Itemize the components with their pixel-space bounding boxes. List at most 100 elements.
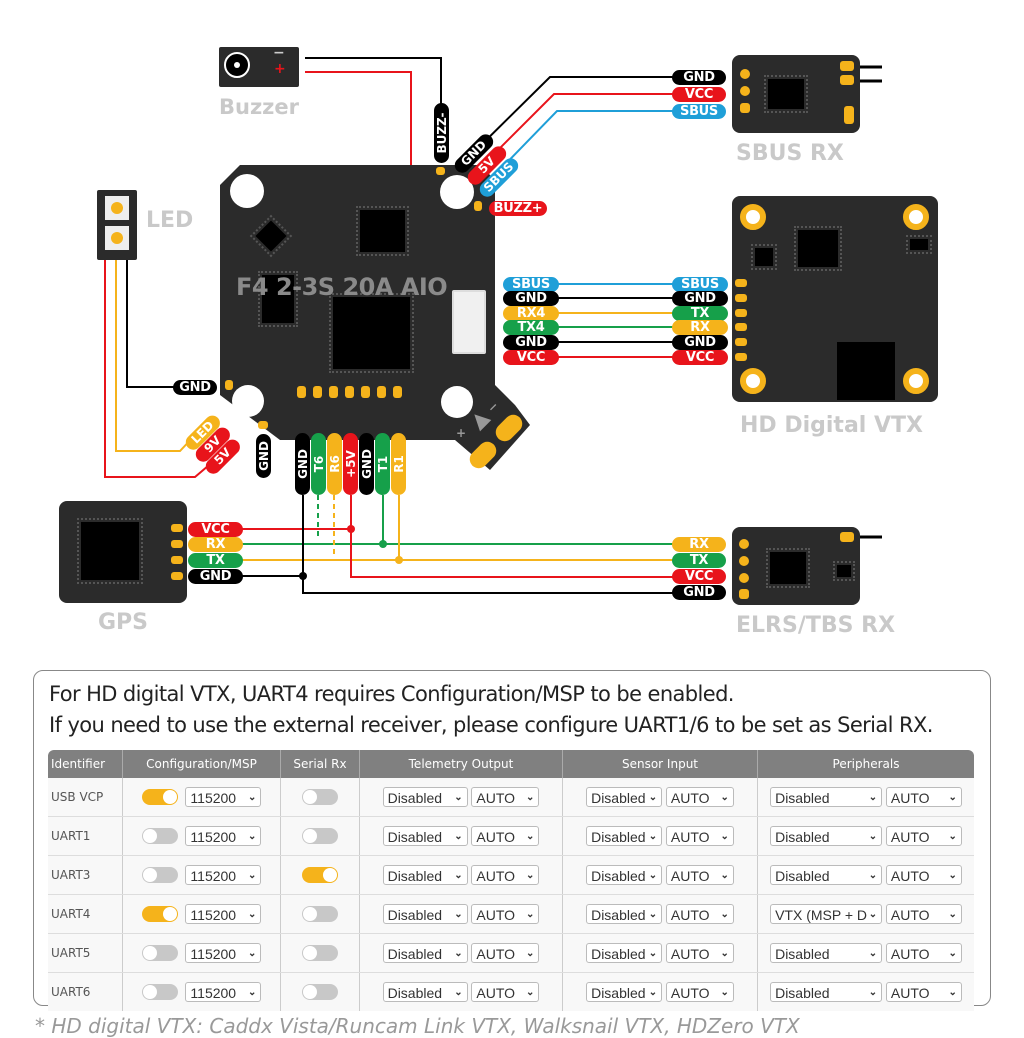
msp-baud-select[interactable]: 115200⌄ <box>185 826 262 846</box>
chevron-down-icon: ⌄ <box>948 831 957 842</box>
buzzer-minus-sign: − <box>273 45 285 61</box>
peripheral-baud-select[interactable]: AUTO⌄ <box>885 787 962 807</box>
sensor-baud-select[interactable]: AUTO⌄ <box>665 943 734 963</box>
peripheral-select[interactable]: Disabled⌄ <box>770 982 883 1002</box>
sensor-baud-select[interactable]: AUTO⌄ <box>665 904 734 924</box>
note-line-1: For HD digital VTX, UART4 requires Confi… <box>49 682 734 706</box>
sensor-baud-select[interactable]: AUTO⌄ <box>665 982 734 1002</box>
peripheral-baud-select[interactable]: AUTO⌄ <box>885 904 962 924</box>
chevron-down-icon: ⌄ <box>526 909 535 920</box>
msp-toggle[interactable] <box>141 984 178 1000</box>
fc-vtx-tx4: TX4 <box>503 320 559 335</box>
telemetry-baud-select[interactable]: AUTO⌄ <box>471 826 540 846</box>
cell-peripheral: Disabled <box>775 946 830 962</box>
cell-peripheral: VTX (MSP + D <box>775 907 868 923</box>
telemetry-baud-select[interactable]: AUTO⌄ <box>471 787 540 807</box>
buzzer-plus-sign: + <box>274 61 286 77</box>
col-serial-rx: Serial Rx <box>280 750 360 778</box>
junction-gnd <box>299 572 307 580</box>
cell-telemetry-baud: AUTO <box>476 985 516 1001</box>
cell-telemetry: Disabled <box>387 907 443 923</box>
msp-baud-select[interactable]: 115200⌄ <box>185 943 262 963</box>
msp-baud-select[interactable]: 115200⌄ <box>185 982 262 1002</box>
pad-buzz-plus: BUZZ+ <box>489 201 547 216</box>
sensor-select[interactable]: Disabled⌄ <box>586 826 663 846</box>
table-row: UART6 115200⌄ Disabled⌄ AUTO⌄ Disabled⌄ … <box>48 972 974 1011</box>
peripheral-select[interactable]: Disabled⌄ <box>770 865 883 885</box>
telemetry-baud-select[interactable]: AUTO⌄ <box>471 865 540 885</box>
telemetry-select[interactable]: Disabled⌄ <box>382 943 468 963</box>
peripheral-baud-select[interactable]: AUTO⌄ <box>885 865 962 885</box>
serial-rx-toggle[interactable] <box>302 867 338 883</box>
led-strip <box>97 190 137 260</box>
msp-baud-select[interactable]: 115200⌄ <box>185 865 262 885</box>
cell-peripheral: Disabled <box>775 790 830 806</box>
cell-telemetry-baud: AUTO <box>476 790 516 806</box>
cell-sensor-baud: AUTO <box>670 868 710 884</box>
battery-plus-sign: + <box>456 426 467 440</box>
msp-toggle[interactable] <box>141 867 178 883</box>
port-identifier: UART4 <box>48 894 123 934</box>
cell-sensor-baud: AUTO <box>670 985 710 1001</box>
cell-telemetry: Disabled <box>387 868 443 884</box>
gps-label: GPS <box>98 610 149 635</box>
peripheral-select[interactable]: Disabled⌄ <box>770 943 883 963</box>
serial-rx-toggle[interactable] <box>302 984 338 1000</box>
buzzer-label: Buzzer <box>219 95 300 119</box>
msp-toggle[interactable] <box>141 828 178 844</box>
pad-5v: +5V <box>343 433 358 495</box>
port-identifier: UART6 <box>48 972 123 1011</box>
serial-rx-toggle[interactable] <box>302 906 338 922</box>
pad-gnd-2: GND <box>359 433 374 495</box>
chevron-down-icon: ⌄ <box>948 987 957 998</box>
telemetry-baud-select[interactable]: AUTO⌄ <box>471 904 540 924</box>
telemetry-select[interactable]: Disabled⌄ <box>382 865 468 885</box>
telemetry-baud-select[interactable]: AUTO⌄ <box>471 943 540 963</box>
msp-toggle[interactable] <box>141 945 178 961</box>
hd-vtx-label: HD Digital VTX <box>740 413 923 438</box>
sensor-select[interactable]: Disabled⌄ <box>586 982 663 1002</box>
sbus-rx-module <box>732 55 860 133</box>
msp-toggle[interactable] <box>141 789 178 805</box>
col-telemetry: Telemetry Output <box>359 750 563 778</box>
telemetry-select[interactable]: Disabled ⌄ <box>382 904 468 924</box>
sensor-select[interactable]: Disabled⌄ <box>586 904 663 924</box>
sensor-select[interactable]: Disabled⌄ <box>586 943 663 963</box>
msp-baud-select[interactable]: 115200⌄ <box>185 787 262 807</box>
telemetry-select[interactable]: Disabled⌄ <box>382 787 468 807</box>
peripheral-baud-select[interactable]: AUTO⌄ <box>885 982 962 1002</box>
footnote: * HD digital VTX: Caddx Vista/Runcam Lin… <box>35 1014 800 1038</box>
sensor-baud-select[interactable]: AUTO⌄ <box>665 826 734 846</box>
msp-baud-select[interactable]: 115200⌄ <box>185 904 262 924</box>
mount-hole-br <box>441 386 473 418</box>
chevron-down-icon: ⌄ <box>948 909 957 920</box>
mount-hole-bl <box>232 385 264 417</box>
peripheral-select[interactable]: Disabled⌄ <box>770 787 883 807</box>
sensor-select[interactable]: Disabled⌄ <box>586 865 663 885</box>
telemetry-select[interactable]: Disabled⌄ <box>382 982 468 1002</box>
telemetry-select[interactable]: Disabled⌄ <box>382 826 468 846</box>
chevron-down-icon: ⌄ <box>648 831 658 842</box>
telemetry-baud-select[interactable]: AUTO⌄ <box>471 982 540 1002</box>
chevron-down-icon: ⌄ <box>454 909 463 920</box>
peripheral-baud-select[interactable]: AUTO⌄ <box>885 943 962 963</box>
cell-telemetry: Disabled <box>387 790 443 806</box>
vtx-wire-vcc: VCC <box>672 350 728 365</box>
serial-rx-toggle[interactable] <box>302 945 338 961</box>
serial-rx-toggle[interactable] <box>302 789 338 805</box>
cell-baud: 115200 <box>190 868 237 884</box>
wiring-diagram: − + Buzzer SBUS RX GND VCC SBUS LED F4 2… <box>59 45 938 638</box>
sensor-baud-select[interactable]: AUTO⌄ <box>665 865 734 885</box>
hd-vtx-module <box>732 196 938 402</box>
chevron-down-icon: ⌄ <box>948 870 957 881</box>
chevron-down-icon: ⌄ <box>868 909 878 920</box>
peripheral-select[interactable]: VTX (MSP + D⌄ <box>770 904 883 924</box>
toggle-knob <box>323 868 337 882</box>
sensor-select[interactable]: Disabled⌄ <box>586 787 663 807</box>
msp-toggle[interactable] <box>141 906 178 922</box>
chevron-down-icon: ⌄ <box>720 948 729 959</box>
serial-rx-toggle[interactable] <box>302 828 338 844</box>
peripheral-baud-select[interactable]: AUTO⌄ <box>885 826 962 846</box>
peripheral-select[interactable]: Disabled⌄ <box>770 826 883 846</box>
sensor-baud-select[interactable]: AUTO⌄ <box>665 787 734 807</box>
